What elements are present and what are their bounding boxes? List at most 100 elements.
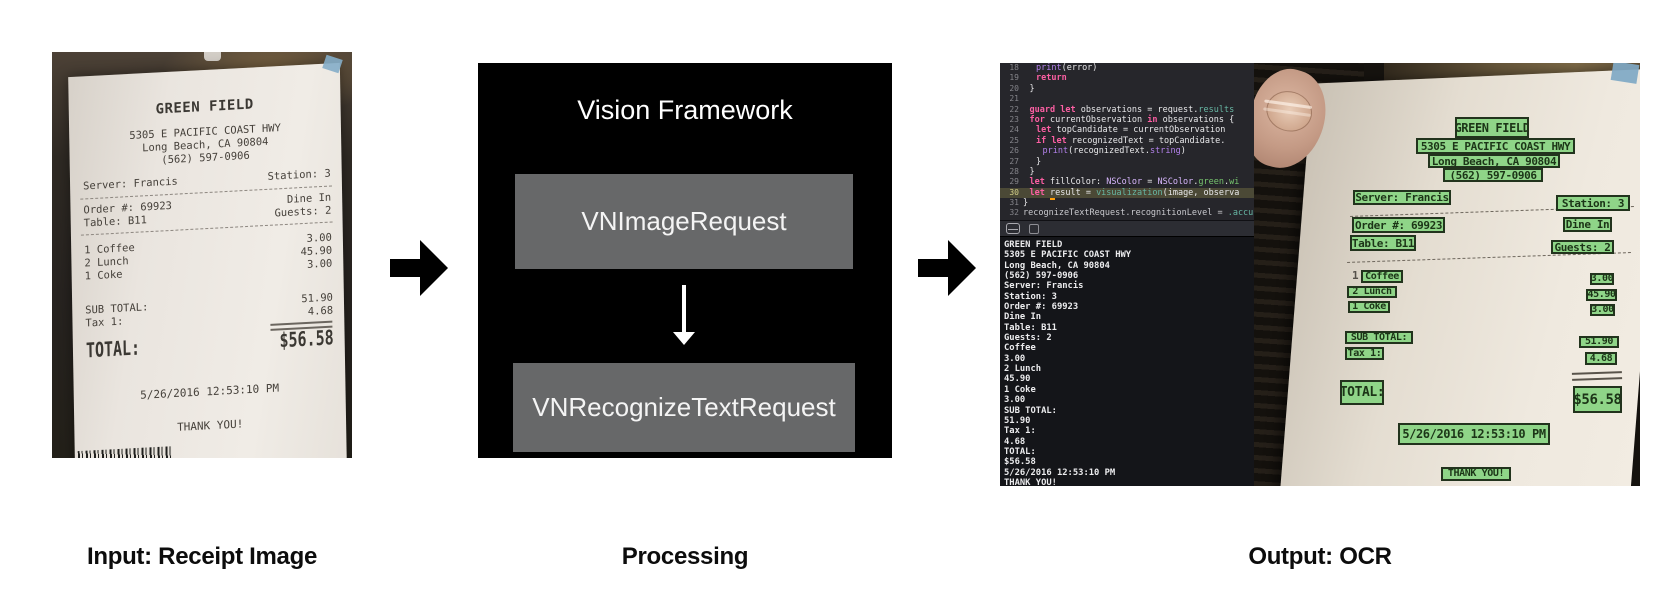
console-line: Server: Francis	[1004, 281, 1084, 292]
console-line: GREEN FIELD	[1004, 240, 1063, 250]
ocr-box: 5/26/2016 12:53:10 PM	[1398, 423, 1550, 445]
caption-processing: Processing	[621, 543, 749, 570]
code-text: }	[1029, 83, 1035, 94]
console-line: 5/26/2016 12:53:10 PM	[1004, 467, 1116, 478]
line-number: 30	[1009, 187, 1019, 197]
line-number: 22	[1009, 104, 1019, 114]
console-line: Station: 3	[1004, 291, 1057, 302]
console-line: Order #: 69923	[1004, 302, 1079, 313]
ocr-box: SUB TOTAL:	[1345, 331, 1413, 344]
receipt-thanks: THANK YOU!	[177, 417, 244, 434]
ocr-box: 51.90	[1579, 336, 1619, 348]
console-line: 3.00	[1004, 353, 1026, 364]
console-line: 5305 E PACIFIC COAST HWY	[1004, 250, 1132, 261]
line-number: 23	[1009, 114, 1019, 124]
code-text: }	[1023, 198, 1029, 209]
console-line: Coffee	[1004, 343, 1036, 354]
ocr-box: GREEN FIELD	[1455, 117, 1529, 138]
code-line: 31}	[1000, 198, 1254, 208]
console-toolbar	[1000, 220, 1254, 237]
console-line: 4.68	[1004, 436, 1026, 447]
ocr-box: Server: Francis	[1353, 190, 1451, 205]
arrow-tail	[390, 259, 420, 277]
line-number: 29	[1009, 177, 1019, 187]
ocr-box: Order #: 69923	[1352, 217, 1445, 233]
console-line: THANK YOU!	[1004, 477, 1057, 486]
ocr-box: Long Beach, CA 90804	[1428, 154, 1560, 168]
console-line: $56.58	[1004, 457, 1036, 468]
code-line: 26 print(recognizedText.string)	[1000, 146, 1254, 156]
ocr-box: Dine In	[1563, 217, 1612, 232]
ocr-box: 3.00	[1590, 273, 1614, 285]
ocr-box: 1 Coke	[1348, 301, 1390, 313]
line-number: 20	[1009, 83, 1019, 93]
receipt-name: GREEN FIELD	[69, 94, 341, 121]
arrow-tail	[918, 259, 948, 277]
code-text: let topCandidate = currentObservation	[1036, 125, 1226, 136]
ocr-box: Table: B11	[1350, 235, 1416, 251]
stage-vnimagerequest: VNImageRequest	[515, 174, 853, 269]
line-number: 26	[1009, 146, 1019, 156]
line-number: 32	[1009, 208, 1019, 218]
vision-framework-box: Vision Framework VNImageRequest VNRecogn…	[478, 63, 892, 458]
ocr-box: 4.68	[1585, 352, 1617, 365]
console-line: Tax 1:	[1004, 426, 1036, 437]
code-line: 24 let topCandidate = currentObservation	[1000, 125, 1254, 135]
ocr-box: (562) 597-0906	[1443, 168, 1543, 182]
console-clear-icon[interactable]	[1029, 223, 1039, 234]
console-panel-icon[interactable]	[1006, 223, 1020, 234]
receipt-paper: GREEN FIELD 5305 E PACIFIC COAST HWY Lon…	[68, 62, 348, 458]
receipt-stray-digit: 1	[1352, 269, 1359, 282]
line-number: 21	[1009, 94, 1019, 104]
console-line: 51.90	[1004, 415, 1031, 426]
line-number: 28	[1009, 166, 1019, 176]
down-arrow-head	[673, 332, 695, 345]
code-line: 21	[1000, 94, 1254, 104]
ocr-box: 3.00	[1590, 304, 1615, 316]
code-text: print(error)	[1036, 63, 1098, 73]
console-line: 2 Lunch	[1004, 364, 1042, 375]
ocr-box: THANK YOU!	[1441, 467, 1511, 481]
arrow-head	[420, 240, 448, 296]
line-number: 31	[1009, 198, 1019, 208]
ocr-box: Guests: 2	[1551, 240, 1614, 254]
ocr-box: Coffee	[1361, 270, 1403, 283]
down-arrow-icon	[682, 285, 686, 332]
ocr-box: TOTAL:	[1340, 380, 1384, 405]
stage-vnrecognizetextrequest: VNRecognizeTextRequest	[513, 363, 855, 452]
console-line: 1 Coke	[1004, 384, 1036, 395]
code-line: 27}	[1000, 157, 1254, 167]
console-line: 45.90	[1004, 374, 1031, 385]
code-text: return	[1036, 73, 1067, 84]
receipt-datetime: 5/26/2016 12:53:10 PM	[140, 381, 280, 402]
code-text: }	[1029, 166, 1035, 177]
console-line: Guests: 2	[1004, 333, 1052, 344]
ocr-box: $56.58	[1573, 386, 1622, 413]
line-number: 25	[1009, 135, 1019, 145]
console-line: (562) 597-0906	[1004, 271, 1079, 282]
console-line: 3.00	[1004, 395, 1026, 406]
paper-notch	[204, 52, 221, 61]
line-number: 24	[1009, 125, 1019, 135]
code-line: 20}	[1000, 84, 1254, 94]
receipt-name-text: GREEN FIELD	[155, 96, 254, 118]
ocr-box: Tax 1:	[1345, 347, 1384, 360]
code-text: print(recognizedText.string)	[1042, 146, 1186, 157]
line-number: 27	[1009, 156, 1019, 166]
ocr-box: 5305 E PACIFIC COAST HWY	[1416, 138, 1575, 154]
console-line: Long Beach, CA 90804	[1004, 260, 1110, 271]
console-line: SUB TOTAL:	[1004, 405, 1057, 416]
input-receipt-photo: GREEN FIELD 5305 E PACIFIC COAST HWY Lon…	[52, 52, 352, 458]
